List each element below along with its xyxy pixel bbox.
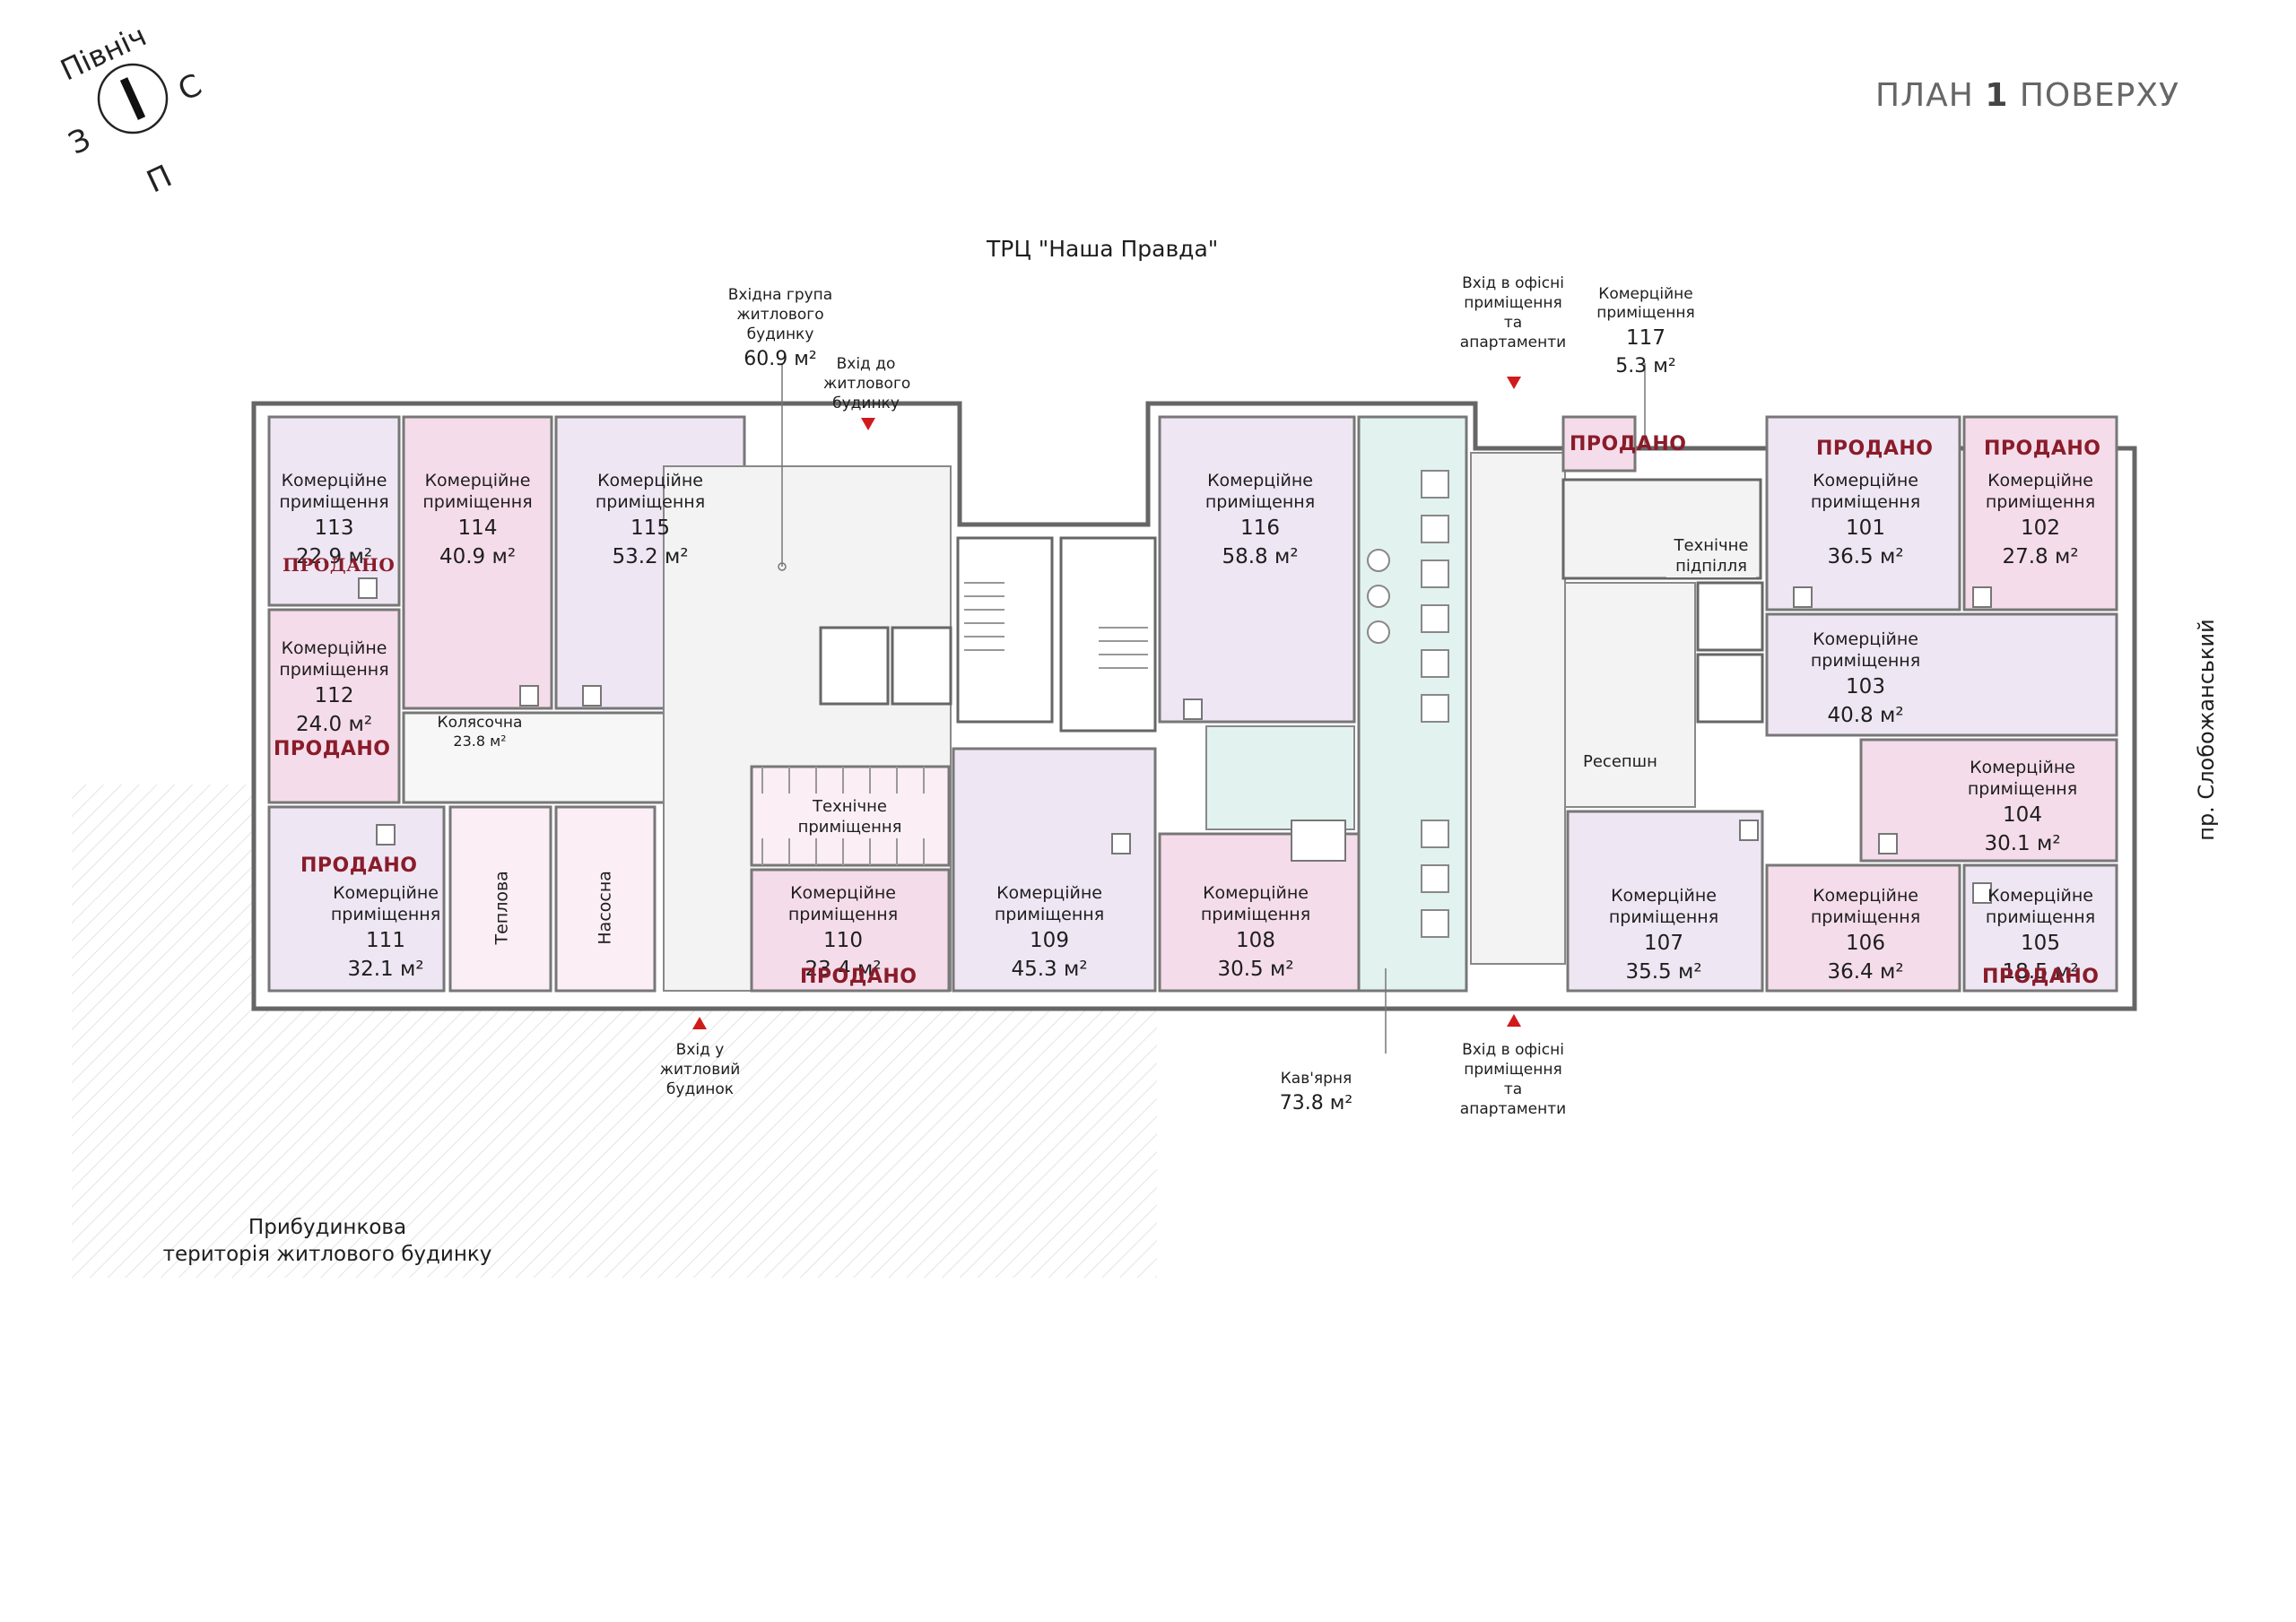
road-label: пр. Слобожанський	[2194, 619, 2219, 841]
stroller-room	[402, 711, 692, 804]
sold-badge-102: ПРОДАНО	[1984, 438, 2101, 460]
room-111	[267, 805, 446, 993]
room-104	[1859, 738, 2118, 863]
technical-room	[750, 765, 951, 867]
sold-badge-110: ПРОДАНО	[800, 966, 918, 988]
room-label-111: Комерційне приміщення 111 32.1 м²	[330, 883, 441, 982]
sold-badge-105: ПРОДАНО	[1982, 966, 2100, 988]
room-label-104: Комерційне приміщення 104 30.1 м²	[1967, 758, 2078, 856]
cafe-label: Кав'ярня 73.8 м²	[1279, 1070, 1353, 1115]
entrance-office-top: Вхід в офісні приміщення та апартаменти	[1459, 274, 1567, 352]
room-105	[1962, 863, 2118, 993]
pump-room	[554, 805, 657, 993]
reception-label: Ресепшн	[1583, 752, 1657, 771]
sold-badge-113: ПРОДАНО	[283, 554, 396, 576]
technical-room-label: Технічне приміщення	[797, 797, 902, 837]
kitchen-area	[1205, 725, 1355, 830]
mall-label: ТРЦ "Наша Правда"	[987, 236, 1219, 262]
room-label-105: Комерційне приміщення 105 18.5 м²	[1985, 886, 2096, 984]
room-116	[1158, 415, 1356, 724]
sold-badge-112: ПРОДАНО	[274, 738, 391, 760]
room-103	[1765, 612, 2118, 737]
room-label-102: Комерційне приміщення 102 27.8 м²	[1985, 471, 2096, 569]
room-label-112: Комерційне приміщення 112 24.0 м²	[279, 638, 389, 737]
room-113	[267, 415, 401, 607]
entrance-arrows	[692, 377, 1521, 1029]
room-label-113: Комерційне приміщення 113 22.9 м²	[279, 471, 389, 569]
office-lobby	[1470, 452, 1566, 965]
room-label-116: Комерційне приміщення 116 58.8 м²	[1205, 471, 1316, 569]
room-114	[402, 415, 553, 710]
lobby-label: Вхідна група житлового будинку 60.9 м²	[727, 286, 833, 371]
room-101	[1765, 415, 1961, 612]
room-label-117: Комерційне приміщення 117 5.3 м²	[1596, 285, 1695, 378]
room-107	[1566, 810, 1764, 993]
cafe-tables	[1367, 470, 1449, 938]
room-label-114: Комерційне приміщення 114 40.9 м²	[422, 471, 533, 569]
stairwell-left	[956, 536, 1157, 733]
cafe-area	[1357, 415, 1468, 993]
entrance-office-bottom: Вхід в офісні приміщення та апартаменти	[1459, 1041, 1567, 1119]
basement-label: Технічне підпілля	[1666, 535, 1756, 577]
room-label-106: Комерційне приміщення 106 36.4 м²	[1810, 886, 1921, 984]
sold-badge-101: ПРОДАНО	[1816, 438, 1934, 460]
sold-badge-111: ПРОДАНО	[300, 854, 418, 877]
room-102	[1962, 415, 2118, 612]
room-106	[1765, 863, 1961, 993]
room-label-101: Комерційне приміщення 101 36.5 м²	[1810, 471, 1921, 569]
room-label-115: Комерційне приміщення 115 53.2 м²	[595, 471, 706, 569]
entrance-residential-top: Вхід до житлового будинку	[823, 355, 911, 413]
entrance-residential-bottom: Вхід у житловий будинок	[659, 1041, 741, 1099]
pump-room-label: Насосна	[595, 871, 615, 945]
room-label-103: Комерційне приміщення 103 40.8 м²	[1810, 629, 1921, 728]
yard-label: Прибудинкова територія житлового будинку	[162, 1216, 492, 1266]
room-109	[952, 747, 1157, 993]
reception-area	[1564, 582, 1696, 808]
room-label-110: Комерційне приміщення 110 23.4 м²	[787, 883, 899, 982]
page-title: ПЛАН 1 ПОВЕРХУ	[1875, 77, 2179, 114]
heating-room	[448, 805, 552, 993]
heating-room-label: Теплова	[491, 871, 512, 945]
elevators	[819, 581, 1764, 724]
room-112	[267, 608, 401, 804]
room-label-108: Комерційне приміщення 108 30.5 м²	[1200, 883, 1311, 982]
sold-badge-117: ПРОДАНО	[1570, 433, 1687, 455]
room-label-107: Комерційне приміщення 107 35.5 м²	[1608, 886, 1719, 984]
room-label-109: Комерційне приміщення 109 45.3 м²	[994, 883, 1105, 982]
room-117	[1561, 415, 1637, 473]
stroller-room-label: Колясочна 23.8 м²	[437, 714, 523, 750]
fixtures	[358, 577, 1992, 904]
room-110	[750, 868, 951, 993]
basement-stairs	[1561, 478, 1762, 580]
